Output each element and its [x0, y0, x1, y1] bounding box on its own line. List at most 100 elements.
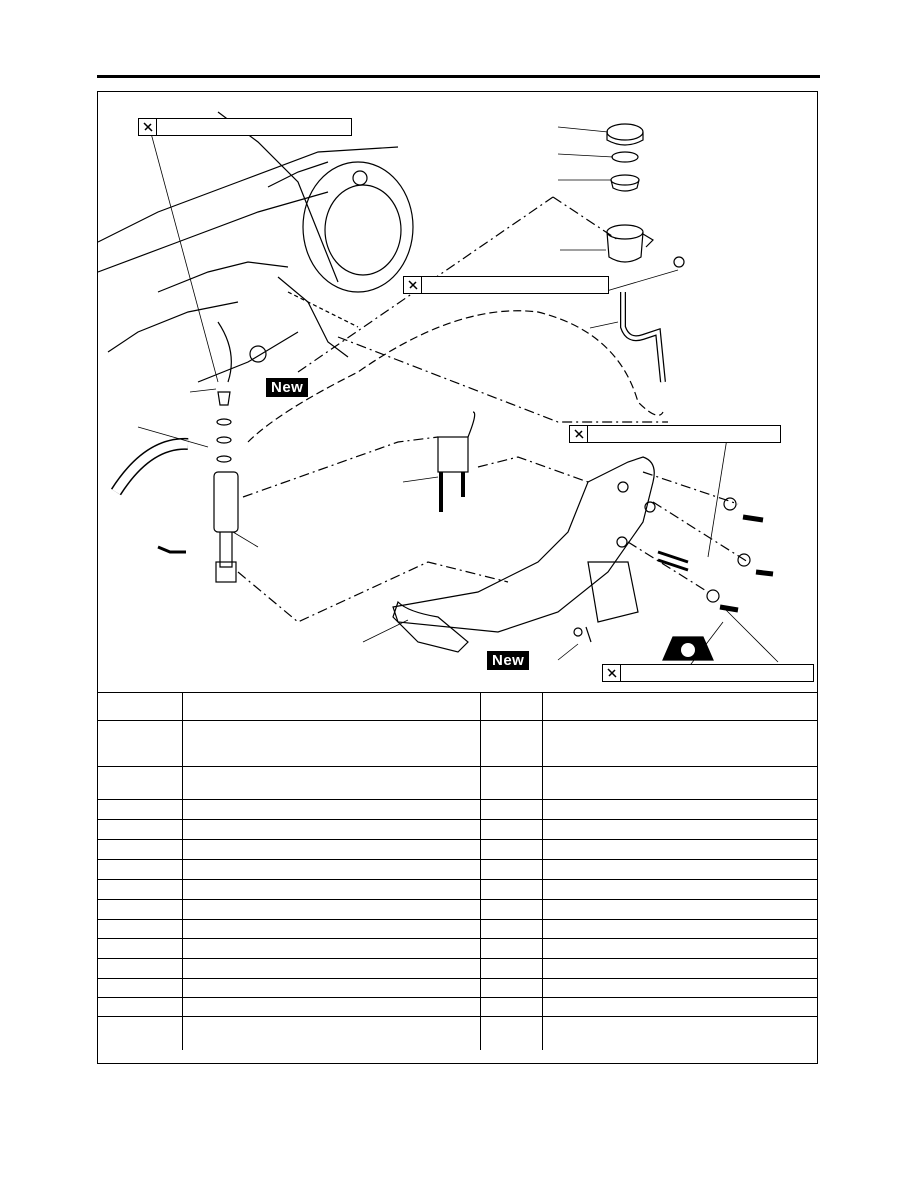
table-cell	[182, 692, 481, 721]
table-row	[98, 879, 817, 900]
torque-spec-3	[569, 425, 781, 443]
table-cell	[98, 799, 183, 820]
table-cell	[98, 978, 183, 998]
table-row	[98, 839, 817, 860]
table-cell	[98, 766, 183, 800]
torque-spec-1	[138, 118, 352, 136]
table-cell	[542, 997, 817, 1017]
table-cell	[480, 978, 543, 998]
table-cell	[480, 938, 543, 959]
lock-tight-icon	[662, 636, 714, 661]
table-cell	[182, 819, 481, 840]
table-cell	[182, 899, 481, 920]
table-cell	[182, 766, 481, 800]
table-cell	[542, 839, 817, 860]
table-cell	[182, 879, 481, 900]
table-cell	[182, 919, 481, 939]
torque-spec-2	[403, 276, 609, 294]
table-cell	[182, 839, 481, 860]
table-cell	[480, 1016, 543, 1050]
table-row	[98, 799, 817, 820]
table-cell	[480, 720, 543, 767]
table-row	[98, 819, 817, 840]
table-cell	[182, 1016, 481, 1050]
table-cell	[542, 919, 817, 939]
table-cell	[480, 879, 543, 900]
table-cell	[98, 958, 183, 979]
callout-leaders	[137, 121, 779, 669]
table-cell	[98, 720, 183, 767]
exploded-diagram: New New	[97, 92, 817, 692]
table-row	[98, 720, 817, 767]
table-cell	[98, 1016, 183, 1050]
table-cell	[542, 978, 817, 998]
table-cell	[480, 839, 543, 860]
table-cell	[480, 799, 543, 820]
table-cell	[480, 899, 543, 920]
table-cell	[182, 978, 481, 998]
table-cell	[542, 819, 817, 840]
table-cell	[98, 692, 183, 721]
table-cell	[182, 720, 481, 767]
table-row	[98, 919, 817, 939]
reservoir-group	[606, 123, 685, 383]
table-cell	[182, 997, 481, 1017]
table-row	[98, 997, 817, 1017]
table-cell	[480, 997, 543, 1017]
table-cell	[98, 938, 183, 959]
table-cell	[98, 879, 183, 900]
table-cell	[480, 958, 543, 979]
master-cylinder	[110, 437, 239, 583]
brake-switch	[437, 411, 476, 512]
table-cell	[182, 958, 481, 979]
diagram-illustration	[97, 111, 779, 669]
header-rule	[97, 75, 820, 78]
parts-table	[98, 692, 817, 1050]
table-cell	[480, 766, 543, 800]
table-cell	[542, 766, 817, 800]
table-cell	[480, 859, 543, 880]
table-row	[98, 692, 817, 721]
wrench-icon	[139, 119, 157, 135]
table-cell	[542, 720, 817, 767]
torque-spec-4	[602, 664, 814, 682]
table-cell	[542, 958, 817, 979]
table-cell	[182, 799, 481, 820]
hose-route	[247, 310, 664, 443]
table-cell	[542, 879, 817, 900]
table-cell	[98, 859, 183, 880]
table-cell	[542, 1016, 817, 1050]
table-cell	[480, 819, 543, 840]
table-cell	[98, 997, 183, 1017]
table-row	[98, 899, 817, 920]
table-cell	[542, 692, 817, 721]
table-cell	[182, 859, 481, 880]
table-cell	[480, 692, 543, 721]
table-row	[98, 978, 817, 998]
table-cell	[542, 938, 817, 959]
small-parts	[157, 391, 232, 554]
footrest-bracket	[392, 456, 689, 653]
table-row	[98, 766, 817, 800]
table-row	[98, 859, 817, 880]
wrench-icon	[570, 426, 588, 442]
wrench-icon	[603, 665, 621, 681]
engine-sketch	[97, 111, 414, 383]
page-frame	[97, 91, 818, 1064]
table-cell	[98, 899, 183, 920]
assembly-lines	[237, 196, 749, 623]
new-part-badge: New	[266, 378, 309, 397]
table-cell	[182, 938, 481, 959]
table-cell	[98, 839, 183, 860]
new-part-badge: New	[487, 651, 530, 670]
table-row	[98, 938, 817, 959]
table-row	[98, 1016, 817, 1050]
table-cell	[542, 859, 817, 880]
table-cell	[542, 799, 817, 820]
table-cell	[98, 919, 183, 939]
table-row	[98, 958, 817, 979]
table-cell	[98, 819, 183, 840]
wrench-icon	[404, 277, 422, 293]
table-cell	[542, 899, 817, 920]
table-cell	[480, 919, 543, 939]
